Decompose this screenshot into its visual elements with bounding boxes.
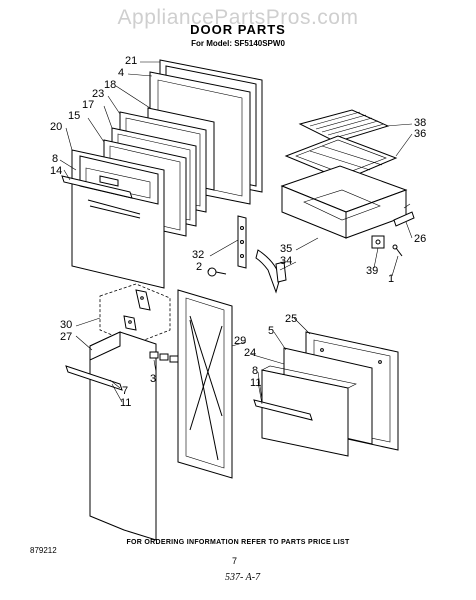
ordering-note: FOR ORDERING INFORMATION REFER TO PARTS … xyxy=(126,539,350,546)
page-number: 7 xyxy=(232,556,238,566)
callout-24: 24 xyxy=(244,347,257,359)
callout-26: 26 xyxy=(414,233,427,245)
document-code: 879212 xyxy=(30,546,57,555)
callout-8-upper-handle: 8 xyxy=(52,153,59,165)
lower-handle-7 xyxy=(65,365,123,391)
model-line: For Model: SF5140SPW0 xyxy=(191,39,285,48)
callout-2: 2 xyxy=(196,261,203,273)
lower-door-outer-27 xyxy=(89,331,157,541)
callout-5: 5 xyxy=(268,325,275,337)
callout-11-lower-door: 11 xyxy=(120,397,132,409)
hinge-clips-3 xyxy=(149,351,179,363)
callout-1: 1 xyxy=(388,273,395,285)
callout-36: 36 xyxy=(414,128,427,140)
watermark: AppliancePartsPros.com xyxy=(117,6,359,29)
callout-30: 30 xyxy=(60,319,73,331)
broiler-pan-35 xyxy=(280,165,408,239)
callout-27: 27 xyxy=(60,331,73,343)
latch-39 xyxy=(371,235,385,249)
callout-39: 39 xyxy=(366,265,379,277)
hinge-group-30 xyxy=(99,283,171,345)
callout-21: 21 xyxy=(125,55,138,67)
screw-1 xyxy=(392,244,403,257)
callout-7: 7 xyxy=(122,385,129,397)
callout-20: 20 xyxy=(50,121,63,133)
hinge-32 xyxy=(237,215,247,269)
callout-17: 17 xyxy=(82,99,95,111)
oven-rack-38 xyxy=(298,109,390,143)
callout-32: 32 xyxy=(192,249,205,261)
callout-3: 3 xyxy=(150,373,157,385)
callout-14: 14 xyxy=(50,165,63,177)
callout-29: 29 xyxy=(234,335,247,347)
callout-34: 34 xyxy=(280,255,293,267)
inner-panel-29 xyxy=(177,289,233,479)
leader-lines xyxy=(59,61,413,405)
callout-11-drawer: 11 xyxy=(250,377,262,389)
upper-door-outer-20 xyxy=(71,149,165,289)
callout-8-drawer-handle: 8 xyxy=(252,365,259,377)
door-handle-8 xyxy=(61,175,141,219)
screw-2 xyxy=(207,267,227,277)
diagram-title: DOOR PARTS xyxy=(190,22,286,37)
callout-38: 38 xyxy=(414,117,427,129)
bracket-26 xyxy=(393,203,415,227)
hinge-arm-34 xyxy=(255,249,287,294)
callout-18: 18 xyxy=(104,79,117,91)
callout-23: 23 xyxy=(92,88,105,100)
drawer-handle-8 xyxy=(253,399,313,421)
callout-15: 15 xyxy=(68,110,81,122)
callout-25: 25 xyxy=(285,313,298,325)
callout-35: 35 xyxy=(280,243,293,255)
callout-4: 4 xyxy=(118,67,125,79)
sheet-code: 537- A-7 xyxy=(225,572,261,583)
